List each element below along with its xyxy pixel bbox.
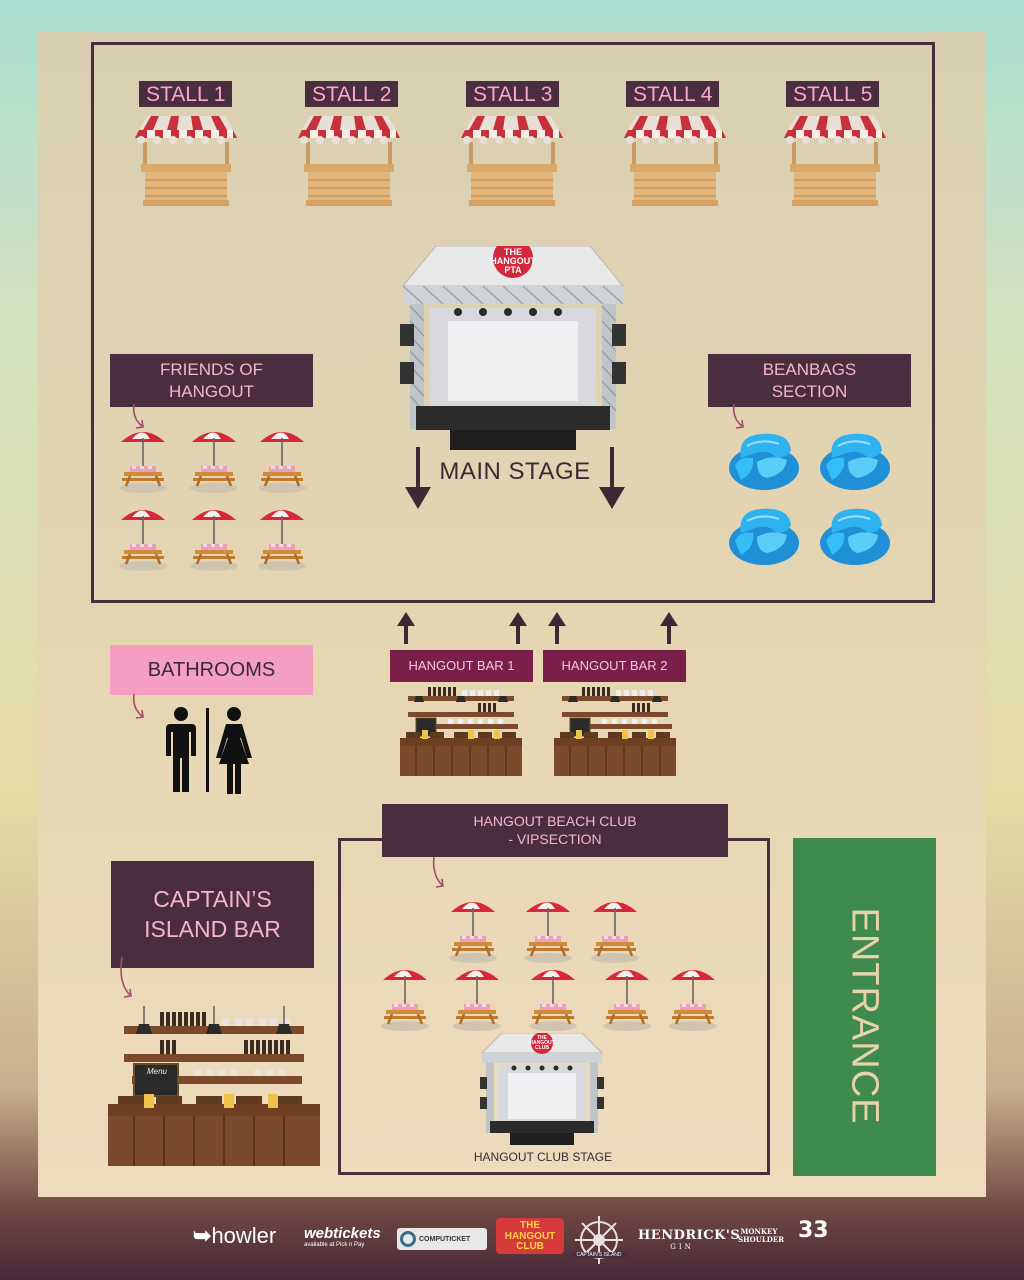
beanbag-icon (729, 433, 799, 490)
beanbags-section-label: BEANBAGS SECTION (708, 354, 911, 407)
main-stage-label: MAIN STAGE (439, 458, 591, 485)
picnic-table-icon (258, 432, 306, 493)
entrance-block (793, 838, 936, 1176)
captains-bar-icon (108, 1006, 320, 1166)
picnic-table (528, 966, 578, 1037)
market-stall (622, 112, 728, 213)
picnic-table (602, 966, 652, 1037)
picnic-table-icon (449, 902, 497, 963)
stall-label: STALL 2 (305, 81, 399, 107)
beanbag (818, 503, 892, 572)
friends-of-hangout-label: FRIENDS OF HANGOUT (110, 354, 313, 407)
picnic-table (452, 966, 502, 1037)
picnic-table (118, 428, 168, 499)
arrow-down-icon (405, 447, 431, 509)
curved-arrow-icon (432, 856, 444, 888)
picnic-table-icon (529, 970, 577, 1031)
beanbag-icon (820, 508, 890, 565)
monkey-shoulder-logo: MONKEY SHOULDER (738, 1227, 785, 1244)
stall-label: STALL 4 (626, 81, 720, 107)
bathrooms-label: BATHROOMS (110, 645, 313, 695)
hangout-bar (398, 684, 524, 781)
club-stage-sign: THE HANGOUT CLUB (529, 1035, 555, 1051)
market-stall (459, 112, 565, 213)
market-stall-icon (298, 116, 400, 206)
arrow-up-icon (397, 612, 415, 649)
beanbag (818, 428, 892, 497)
picnic-table-icon (669, 970, 717, 1031)
club-stage-icon (480, 1033, 604, 1145)
picnic-table (380, 966, 430, 1037)
menu-board-text: Menu (146, 1067, 167, 1076)
entrance-label: ENTRANCE (843, 907, 886, 1125)
stall-label: STALL 1 (139, 81, 233, 107)
festival-area-outline (91, 42, 935, 603)
picnic-table-icon (190, 432, 238, 493)
picnic-table (668, 966, 718, 1037)
beanbag (727, 503, 801, 572)
main-stage-sign: THE HANGOUT PTA (490, 247, 536, 275)
picnic-table (257, 428, 307, 499)
picnic-table (189, 506, 239, 577)
hangout-club-logo: THE HANGOUT CLUB (496, 1218, 564, 1254)
webtickets-logo: webtickets available at Pick n Pay (304, 1225, 381, 1248)
captains-island-bar-label: CAPTAIN’S ISLAND BAR (111, 861, 314, 968)
hangout-bar (552, 684, 678, 781)
picnic-table-icon (119, 510, 167, 571)
picnic-table-icon (119, 432, 167, 493)
curved-arrow-icon (120, 956, 132, 998)
arrow-down-icon (599, 447, 625, 509)
curved-arrow-icon (732, 403, 744, 429)
restroom-icon (166, 707, 252, 794)
ships-wheel-icon (575, 1216, 623, 1264)
picnic-table-icon (453, 970, 501, 1031)
beanbag-icon (729, 508, 799, 565)
howler-logo: ➥howler (193, 1223, 277, 1248)
hangout-bar-1-label: HANGOUT BAR 1 (390, 650, 533, 682)
computicket-logo: COMPUTICKET (397, 1228, 487, 1250)
market-stall (133, 112, 239, 213)
hangout-bar-2-label: HANGOUT BAR 2 (543, 650, 686, 682)
market-stall-icon (135, 116, 237, 206)
thirtythree-logo: 33 (798, 1218, 829, 1243)
arrow-up-icon (660, 612, 678, 649)
picnic-table (523, 898, 573, 969)
beach-club-label: HANGOUT BEACH CLUB - VIPSECTION (382, 804, 728, 857)
picnic-table (448, 898, 498, 969)
picnic-table (257, 506, 307, 577)
picnic-table-icon (190, 510, 238, 571)
curved-arrow-icon (132, 403, 144, 429)
hendricks-logo: HENDRICK'S GIN (638, 1228, 741, 1251)
picnic-table-icon (524, 902, 572, 963)
bar-counter-icon (400, 687, 522, 776)
captains-island-logo: CAPTAIN'S ISLAND (571, 1212, 627, 1268)
picnic-table-icon (258, 510, 306, 571)
arrow-up-icon (548, 612, 566, 649)
picnic-table-icon (591, 902, 639, 963)
main-stage-icon (400, 246, 626, 450)
market-stall (782, 112, 888, 213)
picnic-table-icon (381, 970, 429, 1031)
beanbag-icon (820, 433, 890, 490)
market-stall-icon (784, 116, 886, 206)
market-stall (296, 112, 402, 213)
market-stall-icon (624, 116, 726, 206)
picnic-table (118, 506, 168, 577)
bar-counter-icon (554, 687, 676, 776)
picnic-table (189, 428, 239, 499)
arrow-up-icon (509, 612, 527, 649)
curved-arrow-icon (132, 693, 144, 719)
stall-label: STALL 5 (786, 81, 880, 107)
market-stall-icon (461, 116, 563, 206)
picnic-table-icon (603, 970, 651, 1031)
picnic-table (590, 898, 640, 969)
stall-label: STALL 3 (466, 81, 560, 107)
club-stage-label: HANGOUT CLUB STAGE (473, 1150, 613, 1164)
beanbag (727, 428, 801, 497)
